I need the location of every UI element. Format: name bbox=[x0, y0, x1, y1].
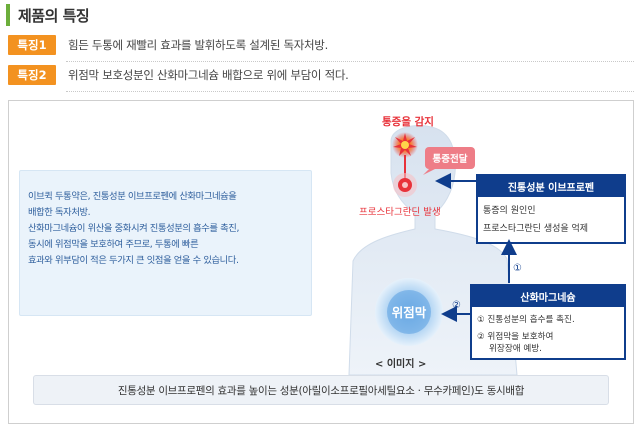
ibuprofen-desc-line2: 프로스타그란딘 생성을 억제 bbox=[483, 222, 588, 234]
description-line: 산화마그네슘이 위산을 중화시켜 진통성분의 흡수를 촉진, bbox=[28, 223, 240, 234]
description-line: 동시에 위점막을 보호하여 주므로, 두통에 빠른 bbox=[28, 239, 199, 250]
footer-note-box: 진통성분 이브프로펜의 효과를 높이는 성분(아릴이소프로필아세틸요소 · 무수… bbox=[33, 375, 609, 405]
prostaglandin-source-icon bbox=[393, 155, 417, 197]
stomach-icon: 위점막 bbox=[375, 278, 443, 346]
description-line: 이브퀵 두통약은, 진통성분 이브프로펜에 산화마그네슘을 bbox=[28, 191, 237, 202]
prostaglandin-label: 프로스타그란딘 발생 bbox=[359, 206, 441, 218]
description-line: 배합한 독자처방. bbox=[28, 207, 91, 218]
mechanism-diagram: 통증을 감지 통증전달 프로스타그란딘 발생 위점막 진통성분 이브프로펜 통증… bbox=[348, 115, 626, 375]
ibuprofen-desc-line1: 통증의 원인인 bbox=[483, 205, 536, 216]
pain-sense-label: 통증을 감지 bbox=[382, 115, 434, 128]
stomach-label: 위점막 bbox=[392, 305, 427, 320]
section-title: 제품의 특징 bbox=[18, 6, 90, 25]
magnesium-item-1: ① 진통성분의 흡수를 촉진. bbox=[477, 313, 575, 325]
feature-badge-2: 특징2 bbox=[8, 65, 56, 85]
ibuprofen-title: 진통성분 이브프로펜 bbox=[508, 181, 594, 194]
feature-badge-1: 특징1 bbox=[8, 35, 56, 55]
magnesium-item-2a: ② 위점막을 보호하여 bbox=[477, 330, 553, 342]
footer-note-text: 진통성분 이브프로펜의 효과를 높이는 성분(아릴이소프로필아세틸요소 · 무수… bbox=[117, 384, 525, 397]
title-accent-bar bbox=[6, 4, 10, 26]
description-line: 효과와 위부담이 적은 두가지 큰 잇점을 얻을 수 있습니다. bbox=[28, 255, 239, 266]
illustration-panel: 이브퀵 두통약은, 진통성분 이브프로펜에 산화마그네슘을 배합한 독자처방. … bbox=[8, 100, 634, 424]
feature-row-2: 특징2 위점막 보호성분인 산화마그네슘 배합으로 위에 부담이 적다. bbox=[8, 64, 634, 92]
dotted-divider bbox=[66, 61, 634, 62]
marker-1: ① bbox=[513, 263, 522, 274]
feature-text-2: 위점막 보호성분인 산화마그네슘 배합으로 위에 부담이 적다. bbox=[68, 68, 349, 82]
magnesium-item-2b: 위장장애 예방. bbox=[489, 343, 542, 354]
ibuprofen-box: 진통성분 이브프로펜 통증의 원인인 프로스타그란딘 생성을 억제 bbox=[476, 174, 626, 244]
description-box: 이브퀵 두통약은, 진통성분 이브프로펜에 산화마그네슘을 배합한 독자처방. … bbox=[19, 170, 312, 316]
feature-row-1: 특징1 힘든 두통에 재빨리 효과를 발휘하도록 설계된 독자처방. bbox=[8, 34, 634, 62]
image-caption: < 이미지 > bbox=[375, 359, 427, 370]
section-header: 제품의 특징 bbox=[6, 4, 90, 26]
pain-burst-icon bbox=[392, 132, 418, 158]
marker-2: ② bbox=[452, 300, 461, 311]
pain-transmit-label: 통증전달 bbox=[433, 153, 468, 165]
feature-text-1: 힘든 두통에 재빨리 효과를 발휘하도록 설계된 독자처방. bbox=[68, 38, 328, 52]
pain-transmit-bubble: 통증전달 bbox=[423, 147, 475, 175]
magnesium-box: 산화마그네슘 ① 진통성분의 흡수를 촉진. ② 위점막을 보호하여 위장장애 … bbox=[470, 284, 626, 360]
magnesium-title: 산화마그네슘 bbox=[520, 291, 575, 304]
dotted-divider bbox=[66, 91, 634, 92]
